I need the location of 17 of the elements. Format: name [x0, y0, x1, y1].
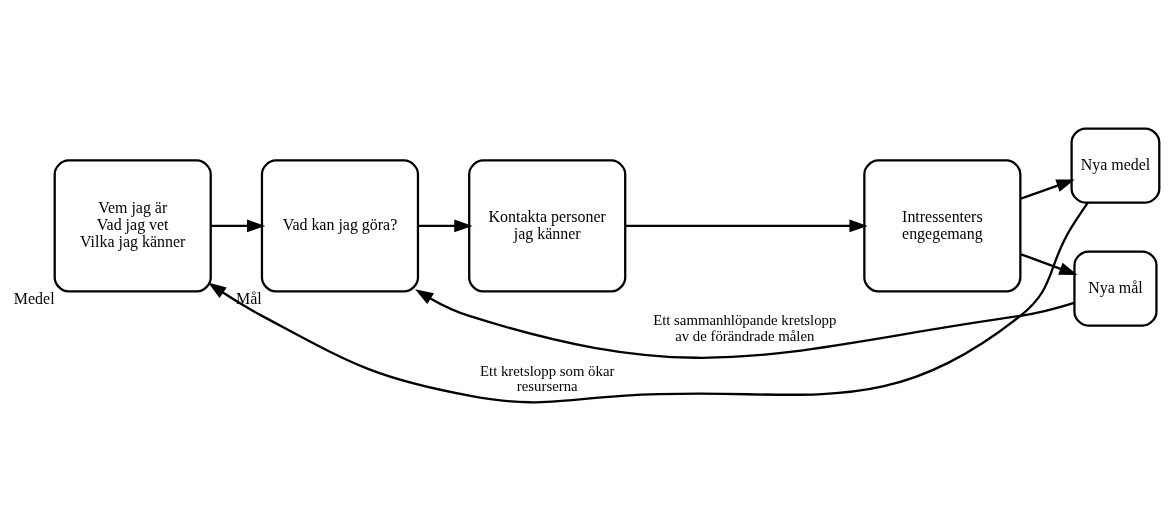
arrow	[418, 219, 473, 233]
arrow	[625, 219, 868, 233]
node-box: Nya mål	[1073, 250, 1158, 327]
arrow	[1020, 253, 1078, 276]
arrow	[415, 289, 1075, 359]
arrow	[1020, 179, 1075, 200]
node-box: Nya medel	[1070, 127, 1161, 204]
node-box: Kontakta personer jag känner	[468, 159, 627, 293]
edge-label: Ett sammanhlöpande kretslopp av de förändrade målen	[653, 312, 837, 345]
arrow	[207, 201, 1089, 404]
node-label: Medel	[13, 290, 55, 308]
node-label: Mål	[236, 290, 262, 308]
node-box: Intressenters engegemang	[863, 159, 1022, 293]
edge-label: Ett kretslopp som ökar resurserna	[480, 362, 615, 395]
arrow	[210, 219, 266, 233]
node-box: Vem jag är Vad jag vet Vilka jag känner	[53, 159, 212, 293]
node-box: Vad kan jag göra?	[260, 159, 420, 293]
